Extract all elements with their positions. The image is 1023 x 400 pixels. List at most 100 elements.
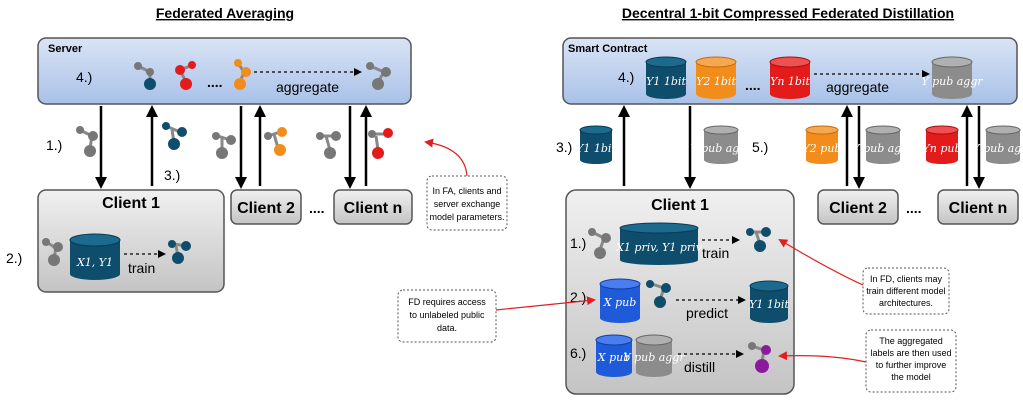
fd-train-label: train [702,245,729,261]
database-y2pub-transfer [805,125,839,164]
fd-step-5: 5.) [752,139,768,155]
db-xpub-row2-label: X pub [603,296,637,309]
database-xpub-row2 [599,278,641,323]
access-note-line-3: data. [437,323,457,333]
agg-note-line-2: labels are then used [870,348,951,358]
fa-step-3: 3.) [164,167,180,183]
database-y2-1bit-server [695,56,737,99]
model-icon-purple-c1-row3 [748,342,771,373]
fd-aggregate-label: aggregate [826,79,889,95]
model-icon-grey-down-c1 [76,126,98,157]
database-x1y1-label: X1, Y1 [76,256,113,269]
fa-note-line-2: server exchange [434,199,501,209]
agg-note-line-1: The aggregated [879,336,943,346]
model-icon-grey-server [366,62,391,90]
fd-predict-label: predict [686,305,728,321]
database-yn-1bit-server [769,56,811,99]
db-yn-1bit-server-label: Yn 1bit [770,75,810,88]
model-icon-teal-server [134,62,156,90]
fd-clients-dots: .... [906,200,922,216]
server-box [37,37,412,105]
database-yaggr-transfer-cn [985,125,1021,164]
db-ynpub-transfer-label: Yn pub [922,142,961,155]
db-y1-1bit-row2-label: Y1 1bit [749,298,789,311]
db-xpub-row3-label: X pub [597,351,631,364]
fd-client-n-box [937,189,1019,225]
fd-client-2-box [817,189,899,225]
model-icon-red-server [175,61,196,90]
model-icon-red-up-cn [368,128,393,159]
left-title: Federated Averaging [156,5,294,21]
db-y1-1bit-server-label: Y1 1bit [646,75,686,88]
database-x1priv-y1priv [619,222,699,265]
fd-c1-step-1: 1.) [570,235,586,251]
fd-client-n-title: Client n [949,200,1008,217]
fd-client-2-title: Client 2 [829,200,887,217]
agg-note-line-3: to further improve [876,360,947,370]
fa-step-1: 1.) [46,137,62,153]
db-yaggr-transfer-c1-label: Y pub aggr [690,142,752,155]
smart-contract-label: Smart Contract [568,43,648,55]
fa-client-2-box [230,189,302,225]
database-yaggr-transfer-c1 [703,125,739,164]
aggregate-label: aggregate [276,79,339,95]
db-y2pub-transfer-label: Y2 pub [803,142,842,155]
access-note-line-1: FD requires access [408,297,486,307]
agg-note-line-4: the model [891,372,931,382]
database-y1-1bit-server [645,56,687,99]
db-xpriv-label: X1 priv, Y1 priv [615,241,703,254]
access-note-box [397,289,497,343]
fd-note-box [862,267,950,315]
fd-note-arrow [778,238,864,286]
database-y1-1bit-row2 [749,280,789,323]
model-icon-teal-c1-row1 [746,227,771,252]
fa-train-label: train [128,260,155,276]
fd-c1-step-6: 6.) [570,345,586,361]
agg-note-arrow [778,351,867,363]
fa-note-line-1: In FA, clients and [432,186,501,196]
database-yaggr-server [931,56,973,99]
fd-distill-label: distill [684,359,715,375]
fa-clients-dots: .... [309,200,325,216]
db-yaggr-server-label: Y pub aggr [921,75,983,88]
db-yaggr-row3-label: Y pub aggr [623,351,685,364]
model-icon-teal-up-c1 [162,122,187,150]
db-yaggr-transfer-cn-label: Y pub aggr [972,142,1023,155]
fd-step-4: 4.) [618,69,634,85]
right-title: Decentral 1-bit Compressed Federated Dis… [622,5,954,21]
model-icon-teal-c1-row2 [646,280,671,308]
database-x1y1-icon [69,233,121,280]
model-icon-grey-client1 [42,238,63,266]
fd-note-line-1: In FD, clients may [870,274,943,284]
model-icon-orange-server [234,59,251,90]
fa-note-line-3: model parameters. [429,212,504,222]
fd-server-dots: .... [745,77,761,93]
database-xpub-row3 [595,334,633,377]
server-label: Server [48,43,83,55]
fa-note-arrow [424,138,468,177]
database-ynpub-transfer [925,125,959,164]
fa-client-n-box [333,189,413,225]
agg-note-box [865,329,957,393]
database-yaggr-row3 [635,334,673,377]
access-note-arrow [495,296,596,311]
access-note-line-2: to unlabeled public [409,310,485,320]
model-icon-teal-client1 [168,240,191,264]
fa-client-2-title: Client 2 [237,200,295,217]
db-yaggr-transfer-c2-label: Y pub aggr [852,142,914,155]
fd-step-3: 3.) [556,139,572,155]
model-icon-grey-down-cn [316,131,341,159]
fa-client-1-title: Client 1 [102,195,160,212]
server-dots: .... [207,74,223,90]
database-y1-1bit-transfer [579,125,613,164]
database-yaggr-transfer-c2 [865,125,901,164]
model-icon-orange-up-c2 [264,127,287,156]
model-icon-grey-c1-row1 [588,228,611,259]
model-icon-grey-down-c2 [212,132,236,159]
db-y2-1bit-server-label: Y2 1bit [696,75,736,88]
fa-note-box [426,175,508,231]
db-y1-1bit-transfer-label: Y1 1bit [576,142,616,155]
fa-step-2: 2.) [6,250,22,266]
fa-step-4: 4.) [76,69,92,85]
